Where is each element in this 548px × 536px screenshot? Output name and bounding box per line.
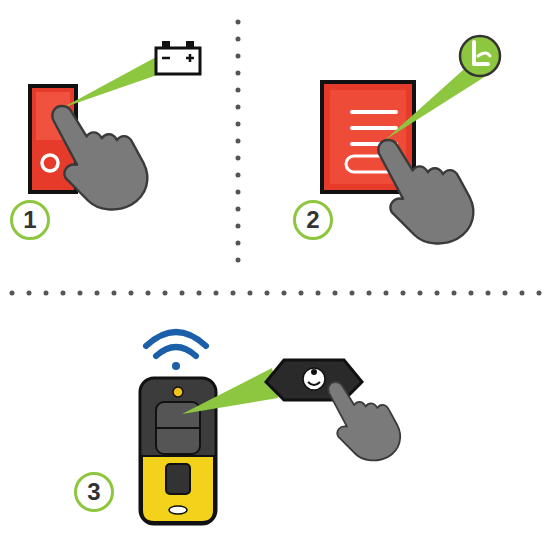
battery-icon [156, 41, 200, 74]
separator [236, 22, 241, 268]
callout-circle: 2 [293, 200, 333, 240]
callout-beam [62, 56, 160, 108]
pointing-hand [328, 382, 400, 460]
pointing-hand [378, 140, 473, 243]
callout-number: 2 [306, 208, 319, 232]
callout-circle: 3 [74, 472, 114, 512]
remote-fob [140, 378, 216, 524]
wifi-icon [146, 332, 206, 370]
light-icon [460, 36, 500, 76]
pointing-hand [52, 106, 147, 209]
separator [12, 291, 540, 296]
callout-circle: 1 [10, 200, 50, 240]
callout-beam [182, 368, 278, 414]
callout-number: 3 [87, 480, 100, 504]
callout-number: 1 [23, 208, 36, 232]
